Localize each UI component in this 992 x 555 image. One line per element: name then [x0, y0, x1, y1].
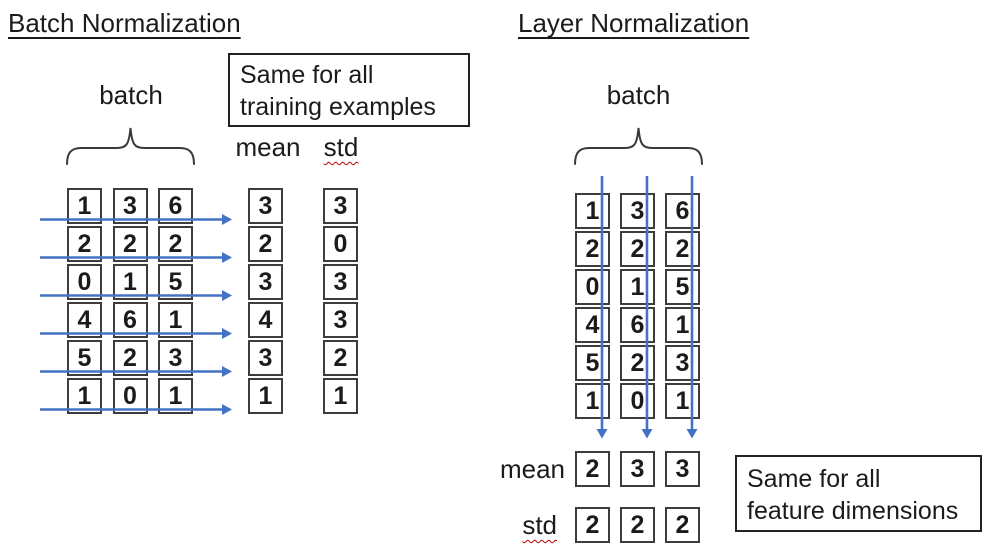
- grid-cell: 1: [112, 264, 148, 300]
- arrowhead-icon: [222, 290, 232, 301]
- batch-norm-title: Batch Normalization: [8, 8, 241, 38]
- grid-cell: 0: [620, 383, 655, 419]
- std-cell: 3: [323, 264, 358, 300]
- mean-cell: 4: [248, 302, 283, 338]
- grid-cell: 1: [665, 383, 700, 419]
- arrowhead-icon: [222, 404, 232, 415]
- mean-cell: 2: [248, 226, 283, 262]
- note-line: Same for all: [240, 61, 374, 89]
- std-cell: 3: [323, 188, 358, 224]
- std-label-left: std: [308, 132, 374, 163]
- batch-label-right: batch: [606, 80, 671, 110]
- grid-cell: 3: [620, 193, 655, 229]
- batch-brace-right: [574, 127, 703, 165]
- grid-cell: 2: [575, 231, 610, 267]
- grid-cell: 6: [112, 302, 148, 338]
- std-cell: 2: [323, 340, 358, 376]
- grid-cell: 0: [575, 269, 610, 305]
- mean-cell: 3: [665, 451, 700, 487]
- mean-cell: 3: [248, 340, 283, 376]
- arrowhead-icon: [222, 366, 232, 377]
- batch-brace-left: [66, 127, 195, 165]
- grid-cell: 1: [158, 302, 193, 338]
- note-line: training examples: [240, 93, 436, 121]
- grid-cell: 2: [620, 345, 655, 381]
- grid-cell: 0: [112, 378, 148, 414]
- layer-norm-title: Layer Normalization: [518, 8, 750, 38]
- std-cell: 2: [575, 507, 610, 543]
- grid-cell: 1: [158, 378, 193, 414]
- grid-cell: 5: [158, 264, 193, 300]
- grid-cell: 3: [112, 188, 148, 224]
- grid-cell: 2: [158, 226, 193, 262]
- arrowhead-icon: [222, 214, 232, 225]
- grid-cell: 3: [158, 340, 193, 376]
- arrowhead-icon: [686, 429, 698, 439]
- std-cell: 1: [323, 378, 358, 414]
- note-line: feature dimensions: [747, 497, 959, 525]
- grid-cell: 2: [67, 226, 102, 262]
- grid-cell: 5: [575, 345, 610, 381]
- std-label-text: std: [522, 510, 557, 540]
- grid-cell: 2: [112, 340, 148, 376]
- grid-cell: 5: [665, 269, 700, 305]
- grid-cell: 6: [620, 307, 655, 343]
- grid-cell: 4: [67, 302, 102, 338]
- grid-cell: 2: [665, 231, 700, 267]
- std-cell: 2: [665, 507, 700, 543]
- grid-cell: 6: [158, 188, 193, 224]
- std-label-text: std: [323, 132, 359, 162]
- grid-cell: 5: [67, 340, 102, 376]
- mean-cell: 3: [248, 264, 283, 300]
- grid-cell: 2: [112, 226, 148, 262]
- arrowhead-icon: [222, 328, 232, 339]
- arrowhead-icon: [641, 429, 653, 439]
- grid-cell: 1: [67, 188, 102, 224]
- mean-label-right: mean: [499, 454, 565, 484]
- std-label-right: std: [478, 510, 557, 541]
- grid-cell: 3: [665, 345, 700, 381]
- grid-cell: 1: [67, 378, 102, 414]
- grid-cell: 2: [620, 231, 655, 267]
- grid-cell: 1: [665, 307, 700, 343]
- std-cell: 2: [620, 507, 655, 543]
- std-cell: 3: [323, 302, 358, 338]
- batch-label-left: batch: [99, 80, 163, 110]
- arrowhead-icon: [596, 429, 608, 439]
- note-line: Same for all: [747, 465, 881, 493]
- mean-cell: 3: [248, 188, 283, 224]
- grid-cell: 6: [665, 193, 700, 229]
- batch-norm-note: Same for all training examples: [228, 53, 470, 127]
- std-cell: 0: [323, 226, 358, 262]
- grid-cell: 0: [67, 264, 102, 300]
- mean-cell: 2: [575, 451, 610, 487]
- grid-cell: 1: [575, 383, 610, 419]
- grid-cell: 1: [575, 193, 610, 229]
- mean-cell: 3: [620, 451, 655, 487]
- mean-label-left: mean: [235, 132, 301, 162]
- layer-norm-note: Same for all feature dimensions: [735, 455, 982, 532]
- mean-cell: 1: [248, 378, 283, 414]
- grid-cell: 4: [575, 307, 610, 343]
- grid-cell: 1: [620, 269, 655, 305]
- arrowhead-icon: [222, 252, 232, 263]
